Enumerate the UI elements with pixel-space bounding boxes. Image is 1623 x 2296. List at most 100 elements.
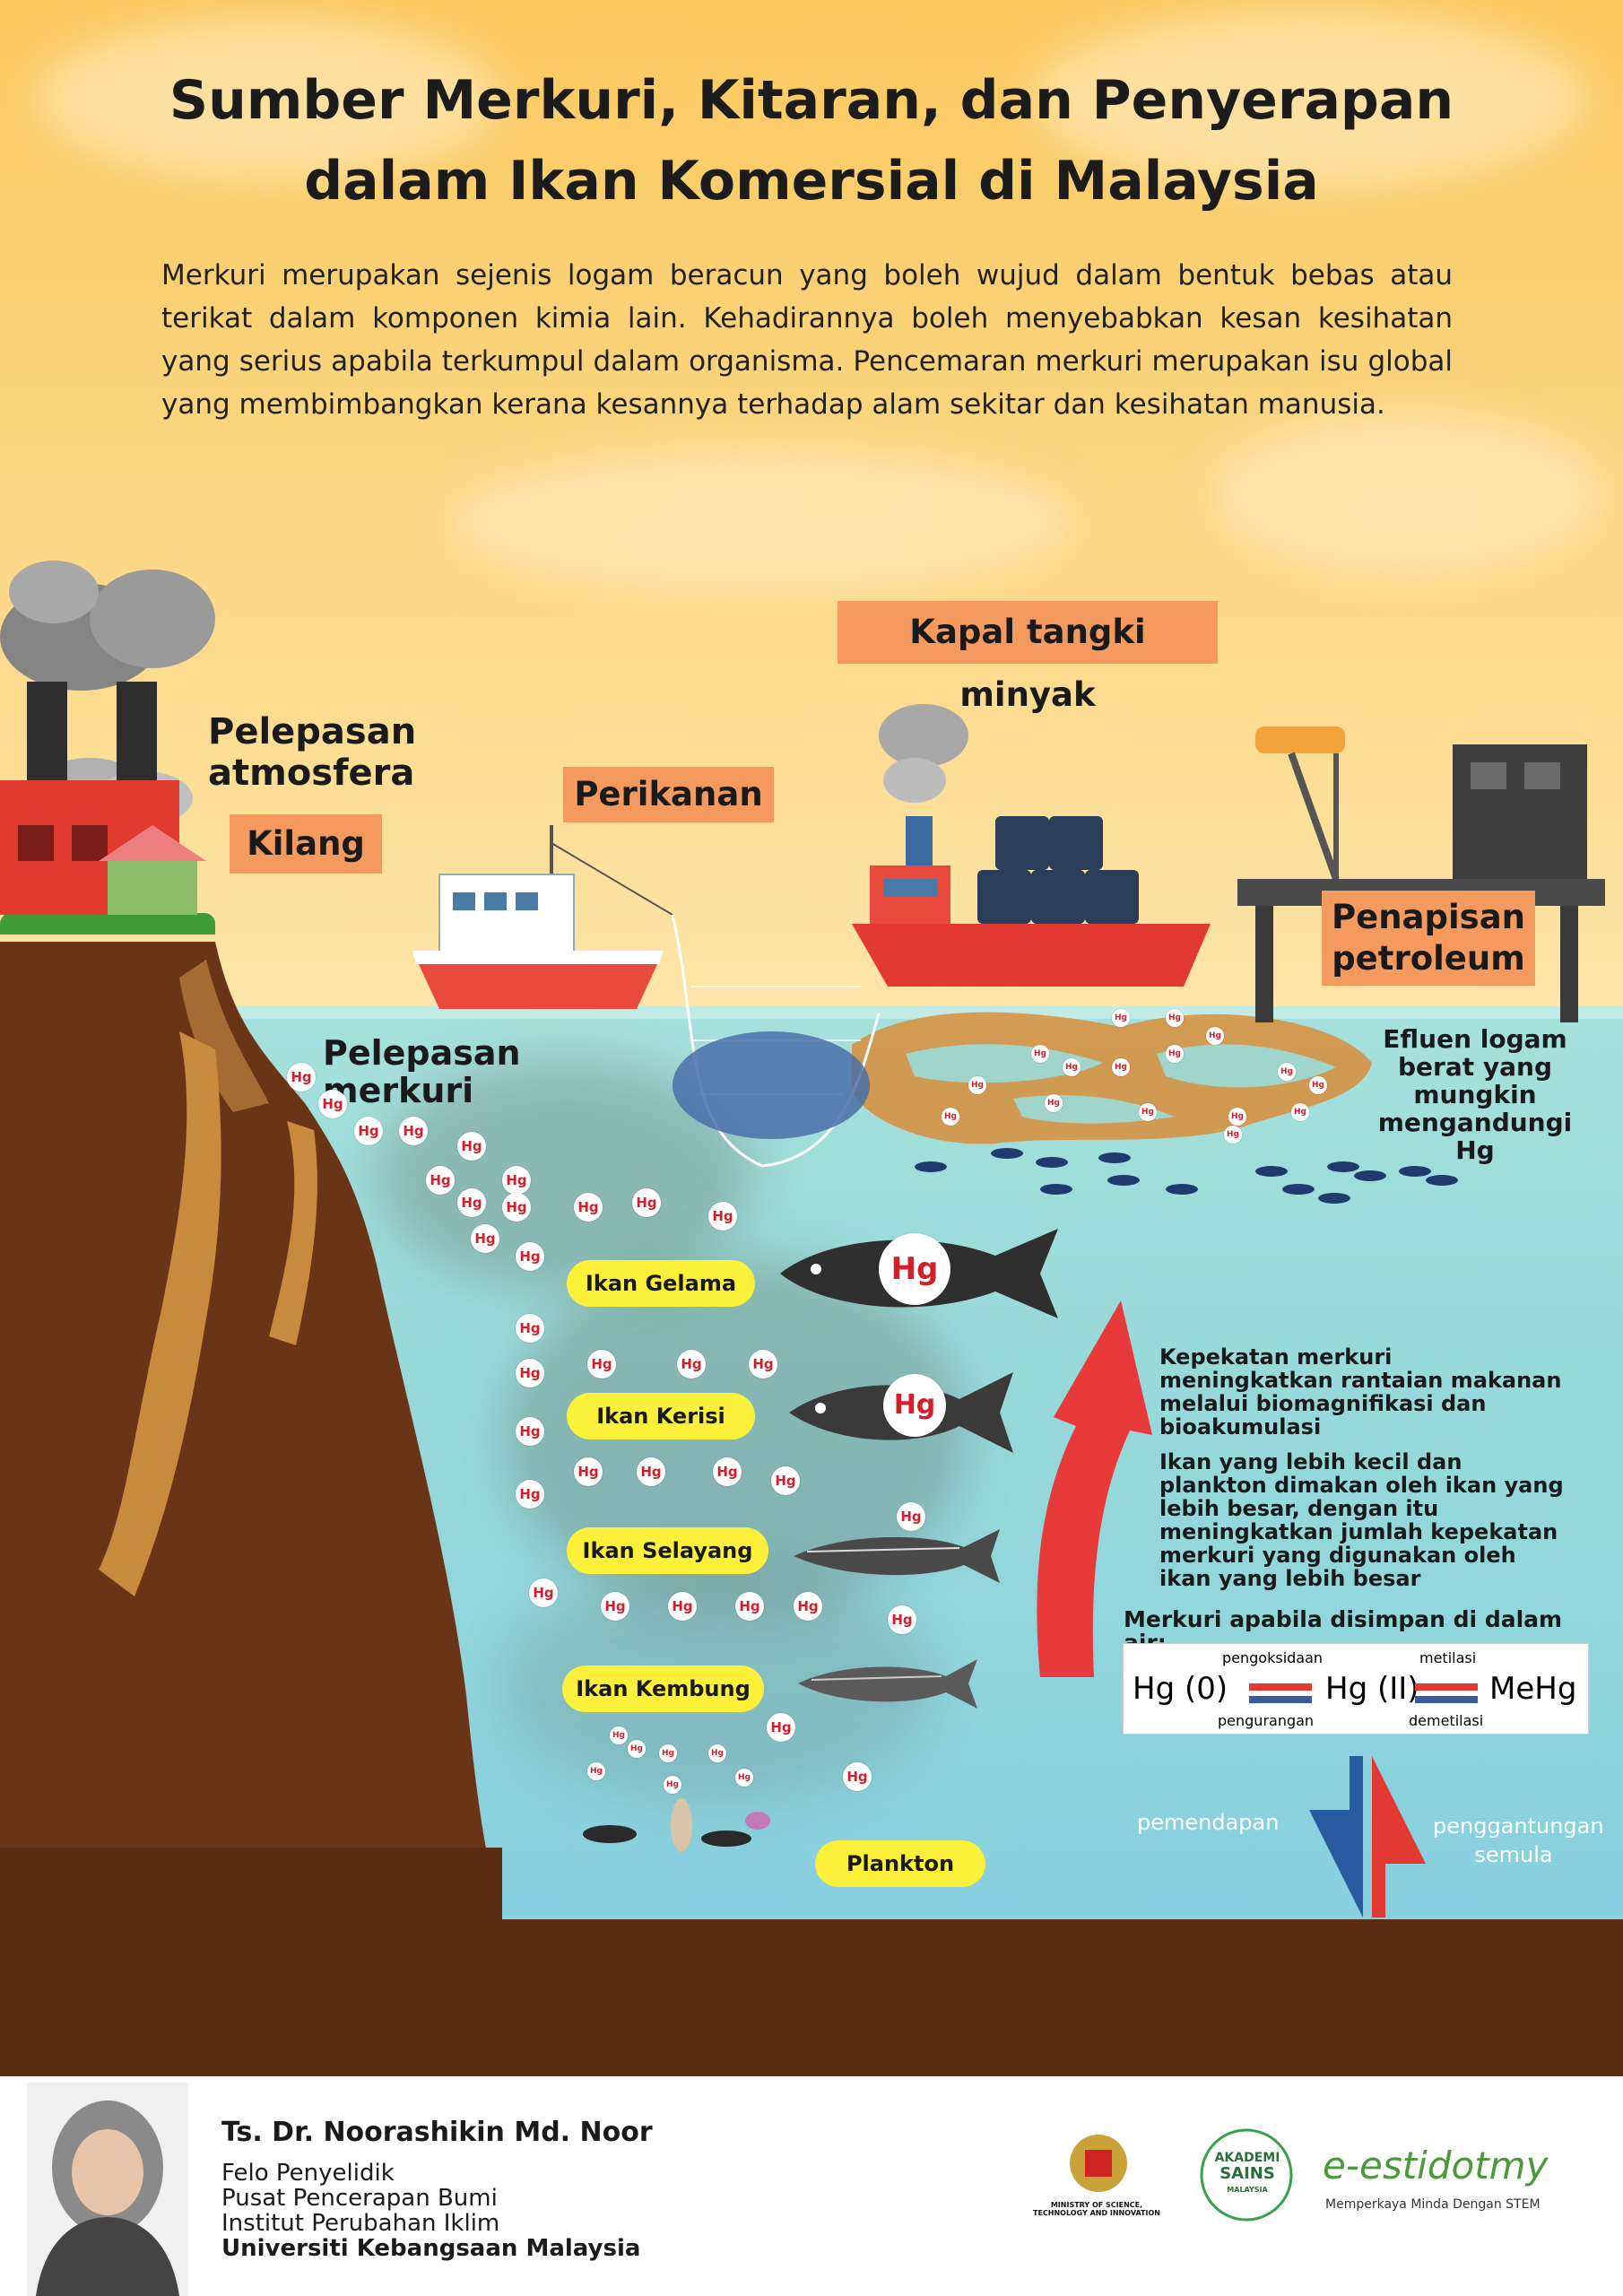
label-fishery: Perikanan xyxy=(563,767,774,822)
author-department-2: Institut Perubahan Iklim xyxy=(221,2210,500,2237)
mercury-marker-small: Hg xyxy=(659,1744,677,1762)
author-department-1: Pusat Pencerapan Bumi xyxy=(221,2185,498,2212)
chem-methylation: metilasi xyxy=(1419,1649,1477,1666)
mercury-marker-small: Hg xyxy=(664,1776,681,1794)
small-fish xyxy=(1098,1152,1131,1163)
mosti-crest-logo xyxy=(1070,2135,1127,2192)
mercury-marker-small: Hg xyxy=(1291,1103,1309,1121)
seabed xyxy=(0,1919,1623,2076)
author-university: Universiti Kebangsaan Malaysia xyxy=(221,2235,641,2262)
mercury-marker: Hg xyxy=(354,1117,383,1145)
akademi-line-3: MALAYSIA xyxy=(1227,2186,1268,2194)
food-chain-ikan-kerisi: Ikan Kerisi xyxy=(567,1393,755,1439)
mercury-marker: Hg xyxy=(471,1224,499,1253)
reverse-arrow-icon xyxy=(1415,1696,1478,1703)
mercury-marker: Hg xyxy=(502,1166,531,1195)
small-fish xyxy=(1107,1175,1140,1186)
mercury-speciation-box: Hg (0) pengoksidaan pengurangan Hg (II) … xyxy=(1123,1643,1589,1735)
cloud xyxy=(1211,413,1605,574)
forward-arrow-icon xyxy=(1415,1683,1478,1691)
chem-oxidation: pengoksidaan xyxy=(1222,1649,1324,1666)
intro-paragraph: Merkuri merupakan sejenis logam beracun … xyxy=(161,259,1453,421)
avatar xyxy=(27,2083,188,2296)
small-fish xyxy=(1354,1170,1386,1181)
mercury-marker: Hg xyxy=(516,1242,544,1271)
cloud xyxy=(448,448,1076,592)
label-factory: Kilang xyxy=(230,814,382,874)
mercury-marker: Hg xyxy=(713,1457,742,1486)
mercury-marker-small: Hg xyxy=(1206,1027,1224,1045)
cloud xyxy=(36,18,502,179)
mercury-marker: Hg xyxy=(888,1605,916,1634)
mercury-marker: Hg xyxy=(794,1592,822,1621)
akademi-sains-logo xyxy=(1200,2128,1293,2222)
food-chain-explanation-text: Ikan yang lebih kecil dan plankton dimak… xyxy=(1159,1449,1564,1591)
akademi-sains-text: AKADEMI SAINS MALAYSIA xyxy=(1205,2151,1289,2197)
label-deposition: pemendapan xyxy=(1137,1810,1280,1835)
chem-hg2: Hg (II) xyxy=(1325,1671,1419,1707)
small-fish xyxy=(1318,1193,1350,1204)
small-fish xyxy=(1399,1166,1431,1177)
grass xyxy=(0,913,215,935)
small-fish xyxy=(1282,1184,1315,1195)
mercury-marker-large: Hg xyxy=(883,1374,946,1437)
chem-reduction: pengurangan xyxy=(1218,1712,1315,1729)
mercury-marker-small: Hg xyxy=(628,1740,646,1758)
akademi-line-1: AKADEMI xyxy=(1214,2151,1280,2165)
author-role: Felo Penyelidik xyxy=(221,2160,395,2187)
oil-tanker xyxy=(852,704,1211,987)
mercury-marker: Hg xyxy=(897,1502,925,1531)
small-fish xyxy=(1040,1184,1072,1195)
mercury-marker: Hg xyxy=(516,1480,544,1509)
chem-demethylation: demetilasi xyxy=(1409,1712,1484,1729)
mercury-marker: Hg xyxy=(426,1166,455,1195)
food-chain-plankton: Plankton xyxy=(815,1840,985,1887)
mercury-marker: Hg xyxy=(637,1457,665,1486)
small-fish xyxy=(1036,1157,1068,1168)
label-resuspension: penggantungan semula xyxy=(1433,1813,1604,1867)
mercury-marker-large: Hg xyxy=(879,1233,950,1305)
mercury-marker: Hg xyxy=(516,1359,544,1387)
plankton-illustration xyxy=(583,1798,770,1852)
mercury-marker: Hg xyxy=(529,1578,558,1607)
biomagnification-arrow xyxy=(1037,1300,1152,1677)
akademi-line-2: SAINS xyxy=(1219,2164,1275,2183)
label-petroleum-refining: Penapisan petroleum xyxy=(1322,891,1535,986)
mercury-marker: Hg xyxy=(601,1592,629,1621)
mercury-marker-small: Hg xyxy=(1224,1126,1242,1144)
food-chain-ikan-selayang: Ikan Selayang xyxy=(567,1527,768,1574)
cloud xyxy=(1031,9,1587,188)
mercury-marker-small: Hg xyxy=(1031,1045,1049,1063)
mercury-marker: Hg xyxy=(502,1193,531,1222)
mercury-marker: Hg xyxy=(632,1188,661,1217)
fish-kembung-illustration xyxy=(798,1659,977,1709)
mercury-marker: Hg xyxy=(708,1202,737,1231)
mercury-marker: Hg xyxy=(516,1417,544,1446)
food-chain-ikan-gelama: Ikan Gelama xyxy=(567,1260,755,1307)
coastal-cliff xyxy=(0,942,502,1919)
biomagnification-text: Kepekatan merkuri meningkatkan rantaian … xyxy=(1159,1344,1562,1439)
mercury-marker: Hg xyxy=(457,1188,486,1217)
mercury-marker: Hg xyxy=(749,1350,777,1378)
mercury-marker: Hg xyxy=(668,1592,697,1621)
mercury-marker-small: Hg xyxy=(735,1769,753,1787)
mercury-marker: Hg xyxy=(767,1713,795,1742)
small-fish xyxy=(1327,1161,1359,1172)
fishing-boat xyxy=(412,825,673,1009)
forward-arrow-icon xyxy=(1249,1683,1312,1691)
title-line-1: Sumber Merkuri, Kitaran, dan Penyerapan xyxy=(169,69,1454,132)
mercury-marker: Hg xyxy=(516,1314,544,1343)
label-oil-tanker: Kapal tangki minyak xyxy=(838,601,1218,714)
mercury-marker-small: Hg xyxy=(1139,1103,1157,1121)
mercury-marker: Hg xyxy=(457,1132,486,1161)
chem-hg0: Hg (0) xyxy=(1133,1671,1228,1707)
mercury-marker: Hg xyxy=(771,1466,800,1495)
mercury-marker-small: Hg xyxy=(942,1108,959,1126)
mercury-marker: Hg xyxy=(287,1063,316,1091)
small-fish xyxy=(1166,1184,1198,1195)
estidotmy-logo: e-estidotmy xyxy=(1323,2144,1549,2187)
mercury-marker: Hg xyxy=(587,1350,616,1378)
fishing-net xyxy=(671,914,881,1168)
sediment-exchange-arrows xyxy=(1309,1756,1426,1918)
mercury-marker: Hg xyxy=(318,1090,347,1118)
